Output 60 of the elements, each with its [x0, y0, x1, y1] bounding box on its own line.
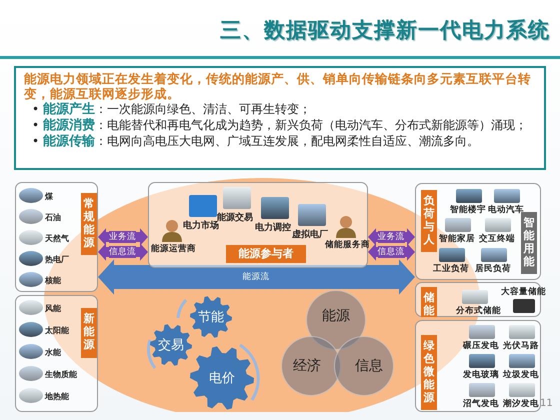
slide-title: 三、数据驱动支撑新一代电力系统 [219, 17, 550, 44]
item-label: 智能楼宇 [450, 204, 486, 216]
item-label: 能源交易 [217, 211, 253, 223]
edge-label: 信息流 [378, 246, 404, 258]
group-panel [415, 320, 541, 412]
item-label: 生物质能 [45, 369, 77, 380]
item-label: 能源运营商 [151, 243, 196, 255]
item-label: 虚拟电厂 [292, 228, 328, 240]
group-panel [15, 295, 98, 412]
category-tag: 常规能源 [81, 193, 97, 255]
item-label: 光伏马路 [503, 340, 539, 352]
item-label: 电力市场 [183, 220, 219, 232]
item-label: 风能 [45, 303, 61, 314]
bullet-text: • 能源消费：电能替代和再电气化成为趋势，新兴负荷（电动汽车、分布式新能源等）涌现； [31, 118, 528, 133]
item-label: 储能服务商 [325, 239, 370, 251]
category-tag: 绿色微能源 [421, 335, 437, 410]
item-label: 电力调控 [255, 221, 291, 234]
item-label: 居民负荷 [475, 263, 511, 275]
category-tag: 能源参与者 [226, 245, 306, 263]
category-tag: 负荷与人 [421, 190, 437, 252]
intro-text: 能源电力领域正在发生着变化，传统的能源产、供、销单向传输链条向多元素互联平台转变，能源互联网逐步形成。 [24, 71, 532, 101]
edge-label: 能源流 [242, 271, 270, 283]
item-label: 发电玻璃 [463, 369, 499, 381]
gear-label: 节能 [197, 309, 225, 326]
item-label: 沼气发电 [463, 398, 499, 410]
item-label: 智能家居 [439, 233, 475, 245]
item-label: 水能 [45, 347, 61, 358]
edge-label: 业务流 [378, 231, 404, 243]
circle-label: 经济 [292, 357, 322, 375]
group-panel [15, 182, 98, 292]
item-label: 地热能 [45, 391, 69, 402]
bullet-text: • 能源产生：一次能源向绿色、清洁、可再生转变； [31, 102, 312, 117]
page-number: 11 [540, 398, 553, 409]
item-label: 潮汐发电 [503, 398, 539, 410]
category-tag: 新能源 [81, 308, 97, 358]
item-label: 太阳能 [45, 325, 69, 336]
gear-label: 交易 [157, 337, 185, 354]
item-label: 分布式储能 [456, 305, 501, 317]
item-label: 碾压发电 [463, 340, 499, 352]
flow-arrow [98, 259, 415, 295]
category-tag: 储能 [421, 287, 437, 317]
item-label: 工业负荷 [433, 263, 469, 275]
circle-label: 能源 [321, 307, 351, 325]
item-label: 热电厂 [45, 254, 69, 265]
edge-label: 信息流 [109, 246, 136, 258]
circle-label: 信息 [354, 357, 384, 375]
group-panel [148, 182, 368, 268]
item-label: 垃圾发电 [503, 369, 539, 381]
gear-label: 电价 [208, 370, 236, 387]
edge-label: 业务流 [109, 231, 136, 243]
category-tag: 智能用能 [521, 212, 537, 274]
item-label: 核能 [45, 275, 61, 286]
item-label: 交互终端 [479, 233, 515, 245]
item-label: 大容量储能 [501, 286, 546, 298]
item-label: 石油 [45, 212, 61, 223]
item-label: 电动汽车 [488, 204, 524, 216]
group-panel [415, 183, 541, 280]
bullet-text: • 能源传输：电网向高电压大电网、广域互连发展，配电网柔性自适应、潮流多向。 [31, 134, 480, 149]
item-label: 天然气 [45, 233, 69, 244]
item-label: 煤 [45, 191, 53, 202]
